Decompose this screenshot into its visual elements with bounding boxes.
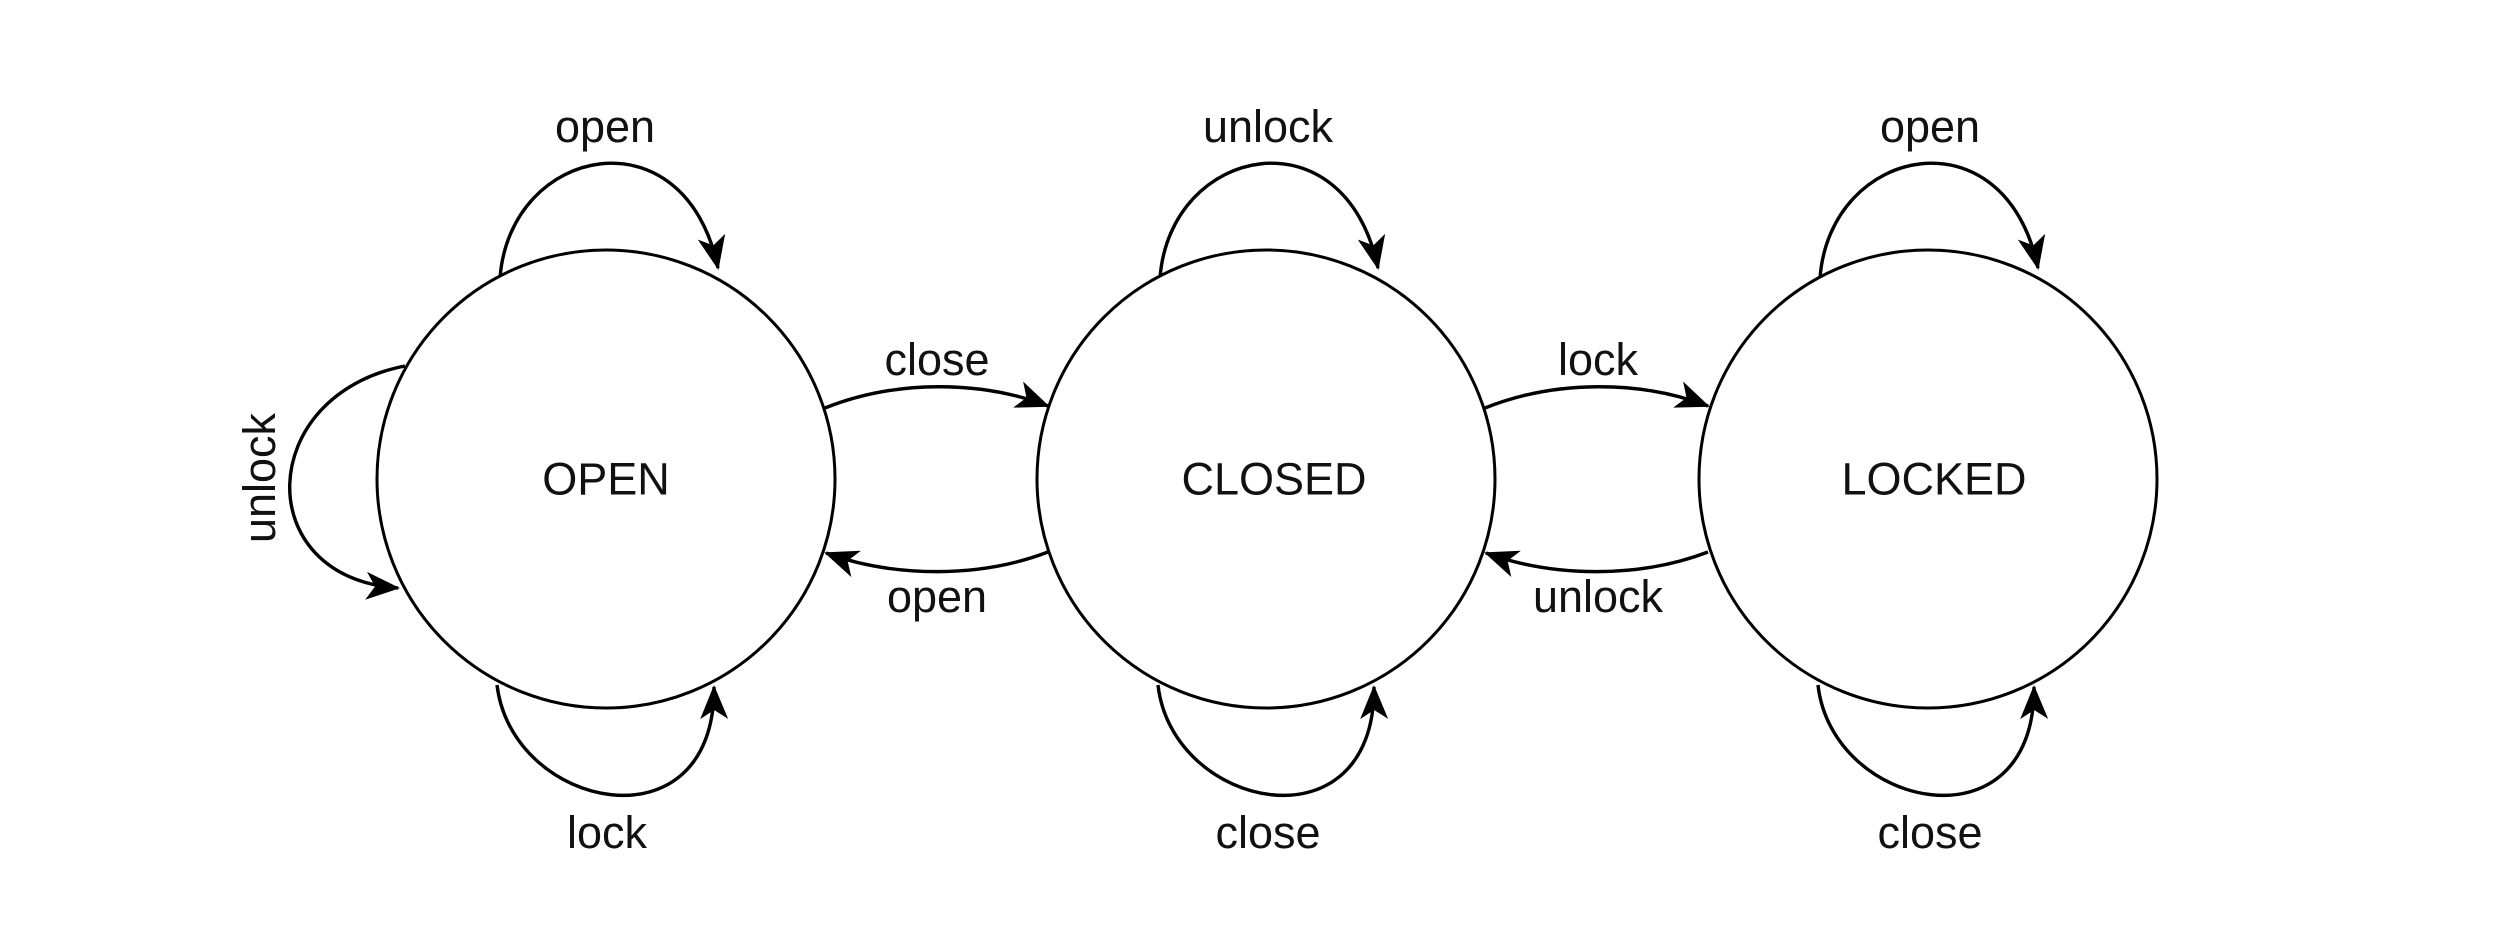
edge-closed-open: open: [824, 550, 1049, 622]
edge-locked-closed: unlock: [1484, 550, 1709, 622]
edge-closed-locked-path: [1484, 381, 1710, 410]
state-locked-circle: [1697, 248, 2159, 710]
edge-locked-locked-top-path: [1818, 161, 2046, 279]
edge-closed-closed-top: unlock: [1158, 101, 1386, 279]
state-locked-label: LOCKED: [1841, 454, 2026, 505]
state-open-label: OPEN: [542, 454, 670, 505]
edge-closed-locked-label: lock: [1558, 334, 1639, 385]
edge-locked-locked-top: open: [1818, 101, 2046, 279]
edge-locked-locked-bottom-path: [1816, 684, 2049, 797]
edge-locked-locked-bottom: close: [1816, 684, 2049, 858]
edge-closed-closed-bottom: close: [1156, 684, 1389, 858]
edge-open-open-top: open: [498, 101, 726, 279]
edge-open-open-left-path: [288, 364, 406, 600]
edge-locked-closed-path: [1484, 550, 1709, 578]
edge-open-open-bottom-label: lock: [567, 807, 648, 858]
edge-open-closed: close: [824, 334, 1050, 410]
edge-closed-closed-bottom-path: [1156, 684, 1389, 797]
edge-locked-closed-label: unlock: [1533, 571, 1664, 622]
state-closed: CLOSED: [1035, 248, 1497, 710]
edge-open-closed-label: close: [884, 334, 989, 385]
edge-open-open-bottom-path: [495, 684, 729, 797]
edge-closed-locked: lock: [1484, 334, 1710, 410]
edge-open-open-bottom: lock: [495, 684, 729, 858]
state-locked: LOCKED: [1697, 248, 2159, 710]
edge-locked-locked-bottom-label: close: [1877, 807, 1982, 858]
state-open: OPEN: [375, 248, 837, 710]
edge-closed-closed-top-label: unlock: [1203, 101, 1334, 152]
edge-closed-open-label: open: [887, 571, 987, 622]
edge-closed-open-path: [824, 550, 1049, 578]
state-closed-label: CLOSED: [1181, 454, 1366, 505]
edge-open-open-top-label: open: [555, 101, 655, 152]
edge-open-open-left: unlock: [234, 364, 406, 600]
edge-closed-closed-top-path: [1158, 161, 1386, 279]
state-open-circle: [375, 248, 837, 710]
edge-closed-closed-bottom-label: close: [1215, 807, 1320, 858]
edge-open-open-left-label: unlock: [234, 412, 285, 543]
edge-open-open-top-path: [498, 161, 726, 279]
state-closed-circle: [1035, 248, 1497, 710]
edge-open-closed-path: [824, 381, 1050, 410]
edge-locked-locked-top-label: open: [1880, 101, 1980, 152]
